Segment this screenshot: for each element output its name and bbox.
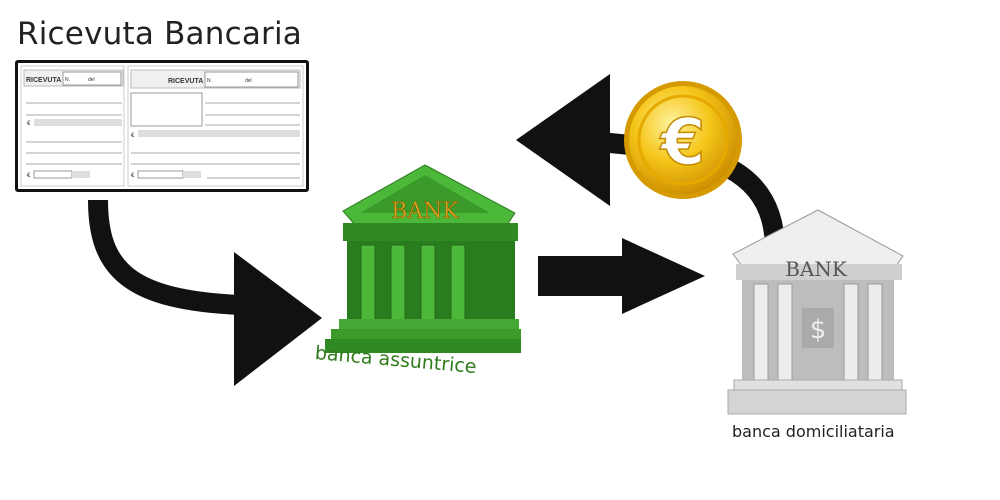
- diagram-title: Ricevuta Bancaria: [17, 16, 302, 52]
- currency-symbol: €: [27, 121, 31, 127]
- gray-bank-icon: BANK $: [727, 209, 907, 415]
- currency-symbol: €: [131, 173, 135, 179]
- euro-symbol: €: [659, 106, 706, 180]
- bank-sign: BANK: [391, 199, 459, 224]
- receipt-date-label: del: [88, 77, 95, 83]
- arrow-bank-to-bank: [538, 238, 705, 314]
- bank-sign: BANK: [785, 257, 848, 281]
- receipt-form-image: RICEVUTA N. del RICEVUTA N. del € € € €: [15, 60, 309, 192]
- currency-symbol: €: [27, 173, 31, 179]
- receipt-heading-right: RICEVUTA: [168, 78, 203, 85]
- green-bank-icon: BANK: [325, 164, 521, 353]
- currency-symbol: €: [131, 133, 135, 139]
- label-banca-domiciliataria: banca domiciliataria: [732, 422, 895, 441]
- receipt-form-drawing: RICEVUTA N. del RICEVUTA N. del € € € €: [20, 65, 304, 187]
- receipt-number-label: N.: [65, 77, 70, 83]
- receipt-heading-left: RICEVUTA: [26, 77, 61, 84]
- receipt-number-label: N.: [207, 78, 212, 84]
- receipt-date-label: del: [245, 78, 252, 84]
- euro-coin-icon: €: [624, 81, 742, 199]
- dollar-symbol: $: [810, 315, 827, 345]
